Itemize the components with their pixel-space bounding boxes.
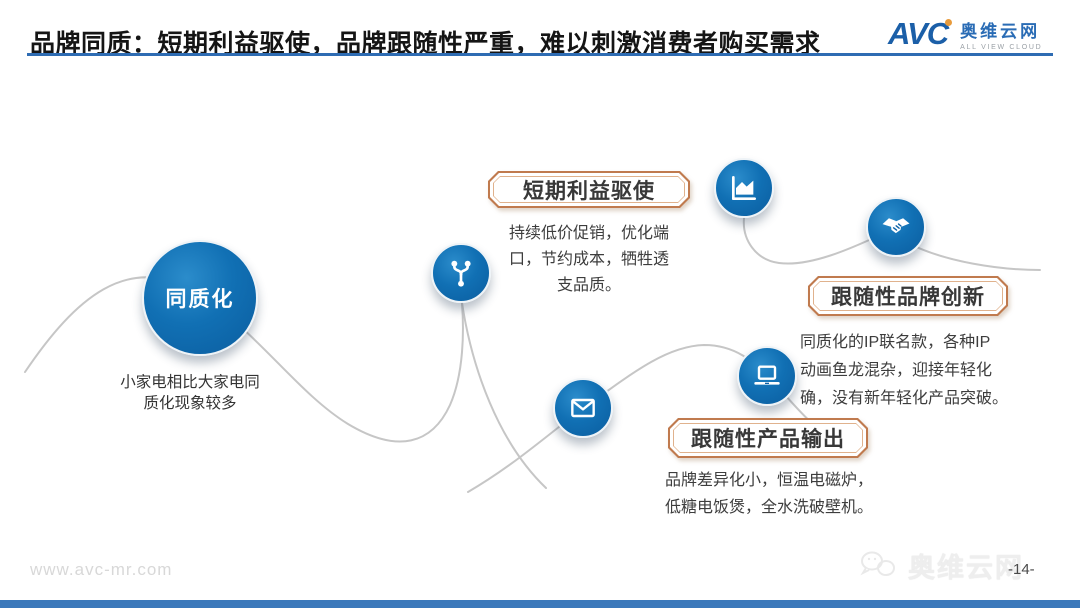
watermark-text: 奥维云网 [908, 553, 1024, 583]
area-chart-icon [732, 176, 756, 200]
waypoint-node [431, 243, 491, 303]
avc-logo: AVC 奥维云网 ALL VIEW CLOUD [888, 16, 1042, 52]
logo-tagline: ALL VIEW CLOUD [960, 44, 1043, 51]
section-desc: 持续低价促销，优化端 口，节约成本，牺牲透 支品质。 [508, 225, 669, 294]
bottom-right-watermark: 奥维云网 [858, 546, 1024, 585]
logo-company-name: 奥维云网 [960, 22, 1041, 41]
section-title-box: 短期利益驱使 [488, 171, 690, 208]
website-watermark: www.avc-mr.com [30, 560, 173, 579]
section-title: 短期利益驱使 [494, 177, 684, 202]
laptop-icon [754, 365, 780, 385]
envelope-icon [571, 398, 595, 418]
avc-logo-mark: AVC [888, 16, 953, 52]
origin-node: 同质化 [142, 240, 258, 356]
section-title-box: 跟随性产品输出 [668, 418, 868, 458]
git-branch-icon [451, 260, 471, 287]
origin-label: 同质化 [165, 288, 235, 311]
logo-orange-dot-icon [945, 19, 953, 26]
waypoint-node [553, 378, 613, 438]
section-title-box: 跟随性品牌创新 [808, 276, 1008, 316]
waypoint-node [714, 158, 774, 218]
section-title: 跟随性产品输出 [674, 424, 862, 452]
section-desc: 同质化的IP联名款，各种IP 动画鱼龙混杂，迎接年轻化 确，没有新年轻化产品突破… [800, 334, 1009, 407]
origin-caption: 小家电相比大家电同 质化现象较多 [120, 374, 260, 412]
bottom-accent-bar [0, 600, 1080, 608]
waypoint-node [866, 197, 926, 257]
section-desc: 品牌差异化小，恒温电磁炉， 低糖电饭煲，全水洗破壁机。 [664, 472, 873, 516]
title-underline [27, 53, 1053, 56]
section-title: 跟随性品牌创新 [814, 282, 1002, 310]
wechat-icon [860, 551, 895, 576]
waypoint-node [737, 346, 797, 406]
page-number: -14- [1008, 561, 1035, 578]
handshake-icon [882, 218, 910, 234]
